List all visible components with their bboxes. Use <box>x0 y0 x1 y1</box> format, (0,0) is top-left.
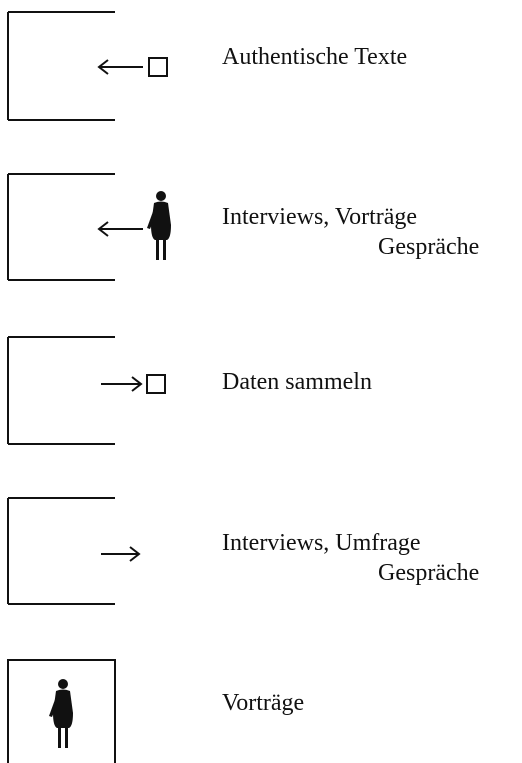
row-4-label-line-1: Interviews, Umfrage <box>222 530 421 556</box>
row-4-graphic <box>7 497 141 605</box>
row-2-label-line-1: Interviews, Vorträge <box>222 204 418 230</box>
person-icon <box>49 679 73 748</box>
arrow-left-icon <box>97 59 143 75</box>
row-3-label-line-1: Daten sammeln <box>222 369 372 395</box>
row-5-graphic <box>7 659 116 763</box>
row-2-label: Interviews, Vorträge Gespräche <box>222 202 479 262</box>
row-2-label-line-2: Gespräche <box>378 234 480 260</box>
arrow-left-icon <box>97 221 143 237</box>
box-icon <box>146 374 166 394</box>
bracket-frame <box>7 11 115 121</box>
row-1-label-line-1: Authentische Texte <box>222 44 408 70</box>
row-3-label: Daten sammeln <box>222 367 372 397</box>
row-1-graphic <box>7 11 168 121</box>
row-1-label: Authentische Texte <box>222 42 407 72</box>
arrow-right-icon <box>101 546 141 562</box>
diagram-row-2: Interviews, Vorträge Gespräche <box>0 162 522 292</box>
row-3-graphic <box>7 336 166 445</box>
bracket-frame <box>7 173 115 281</box>
diagram-row-3: Daten sammeln <box>0 324 522 454</box>
row-5-label-line-1: Vorträge <box>222 690 305 716</box>
row-2-graphic <box>7 173 171 281</box>
arrow-right-icon <box>101 376 143 392</box>
person-icon <box>147 191 171 260</box>
bracket-frame <box>7 336 115 445</box>
row-4-label-line-2: Gespräche <box>378 560 480 586</box>
frame-box <box>7 659 116 763</box>
row-4-label: Interviews, Umfrage Gespräche <box>222 528 479 588</box>
row-5-label: Vorträge <box>222 688 304 718</box>
diagram-row-4: Interviews, Umfrage Gespräche <box>0 486 522 616</box>
bracket-frame <box>7 497 115 605</box>
diagram-row-1: Authentische Texte <box>0 0 522 130</box>
diagram-row-5: Vorträge <box>0 648 522 763</box>
box-icon <box>148 57 168 77</box>
